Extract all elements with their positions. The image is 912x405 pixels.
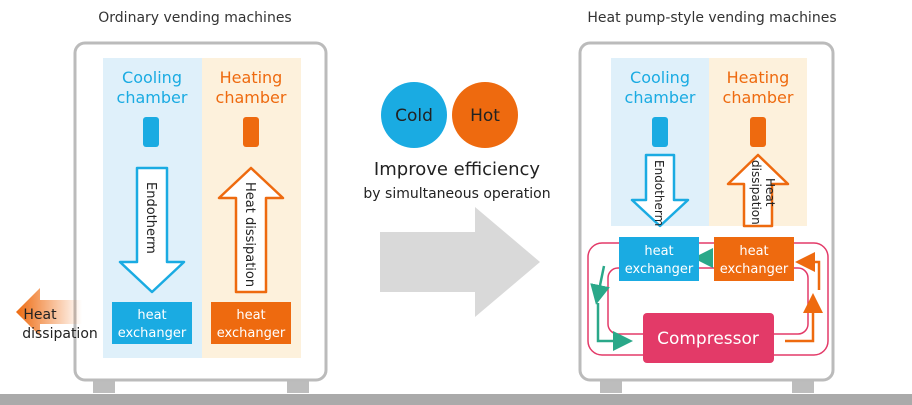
left-heating-label-1: Heating (220, 68, 283, 87)
compressor-box (643, 313, 774, 363)
right-cold-can-icon (652, 117, 668, 147)
right-heating-label-2: chamber (723, 88, 794, 107)
left-cold-can-icon (143, 117, 159, 147)
left-cooling-label-1: Cooling (122, 68, 182, 87)
right-heating-label-1: Heating (727, 68, 790, 87)
right-heat-exchanger (714, 237, 794, 281)
left-heating-label-2: chamber (216, 88, 287, 107)
transition-arrow (380, 207, 540, 317)
hot-label: Hot (470, 106, 500, 126)
flow-arrow-orange-right-up (795, 252, 821, 290)
side-dissipation-label-2: dissipation (22, 326, 98, 342)
endotherm-arrow (118, 166, 186, 294)
cold-label: Cold (395, 106, 433, 126)
left-cool-exchanger-label-2: exchanger (118, 326, 187, 341)
left-heat-exchanger-label-1: heat (236, 308, 265, 323)
right-endotherm-label: Endotherm (652, 160, 666, 226)
ground-bar (0, 394, 912, 405)
right-heat-exchanger-label-2: exchanger (720, 262, 789, 277)
right-cool-exchanger-label-1: heat (644, 244, 673, 259)
right-hot-can-icon (750, 117, 766, 147)
right-cooling-label-1: Cooling (630, 68, 690, 87)
left-title: Ordinary vending machines (98, 10, 291, 26)
left-hot-can-icon (243, 117, 259, 147)
simultaneous-operation-label: by simultaneous operation (363, 186, 550, 202)
improve-efficiency-label: Improve efficiency (374, 159, 540, 180)
left-cooling-label-2: chamber (117, 88, 188, 107)
left-heat-exchanger (211, 302, 291, 344)
ordinary-machine: Ordinary vending machines Cooling chambe… (16, 10, 328, 393)
left-heat-dissipation-label: Heat dissipation (242, 182, 257, 287)
right-endotherm-arrow (630, 153, 690, 228)
cold-circle (381, 82, 447, 148)
heat-dissipation-arrow (217, 166, 285, 294)
flow-arrow-orange-bottom (785, 293, 823, 343)
flow-arrow-teal-left-down (590, 265, 610, 305)
compressor-label: Compressor (657, 329, 759, 349)
right-heat-dissipation-label-2: dissipation (749, 160, 763, 225)
outside-heat-dissipation-arrow (16, 288, 82, 336)
flow-arrow-teal-left-right (596, 303, 633, 351)
right-cool-exchanger (619, 237, 699, 281)
side-dissipation-label-1: Heat (23, 307, 57, 323)
right-heat-exchanger-label-1: heat (739, 244, 768, 259)
left-heat-exchanger-label-2: exchanger (217, 326, 286, 341)
middle-section: Cold Hot Improve efficiency by simultane… (363, 82, 551, 317)
heat-pump-machine: Heat pump-style vending machines Cooling… (578, 10, 837, 393)
right-heat-dissipation-label-1: Heat (763, 178, 777, 207)
left-cool-exchanger (112, 302, 192, 344)
left-endotherm-label: Endotherm (143, 182, 158, 254)
right-cooling-label-2: chamber (625, 88, 696, 107)
right-title: Heat pump-style vending machines (587, 10, 836, 26)
hot-circle (452, 82, 518, 148)
right-heat-dissipation-arrow (726, 153, 790, 228)
right-cool-exchanger-label-2: exchanger (625, 262, 694, 277)
left-cool-exchanger-label-1: heat (137, 308, 166, 323)
